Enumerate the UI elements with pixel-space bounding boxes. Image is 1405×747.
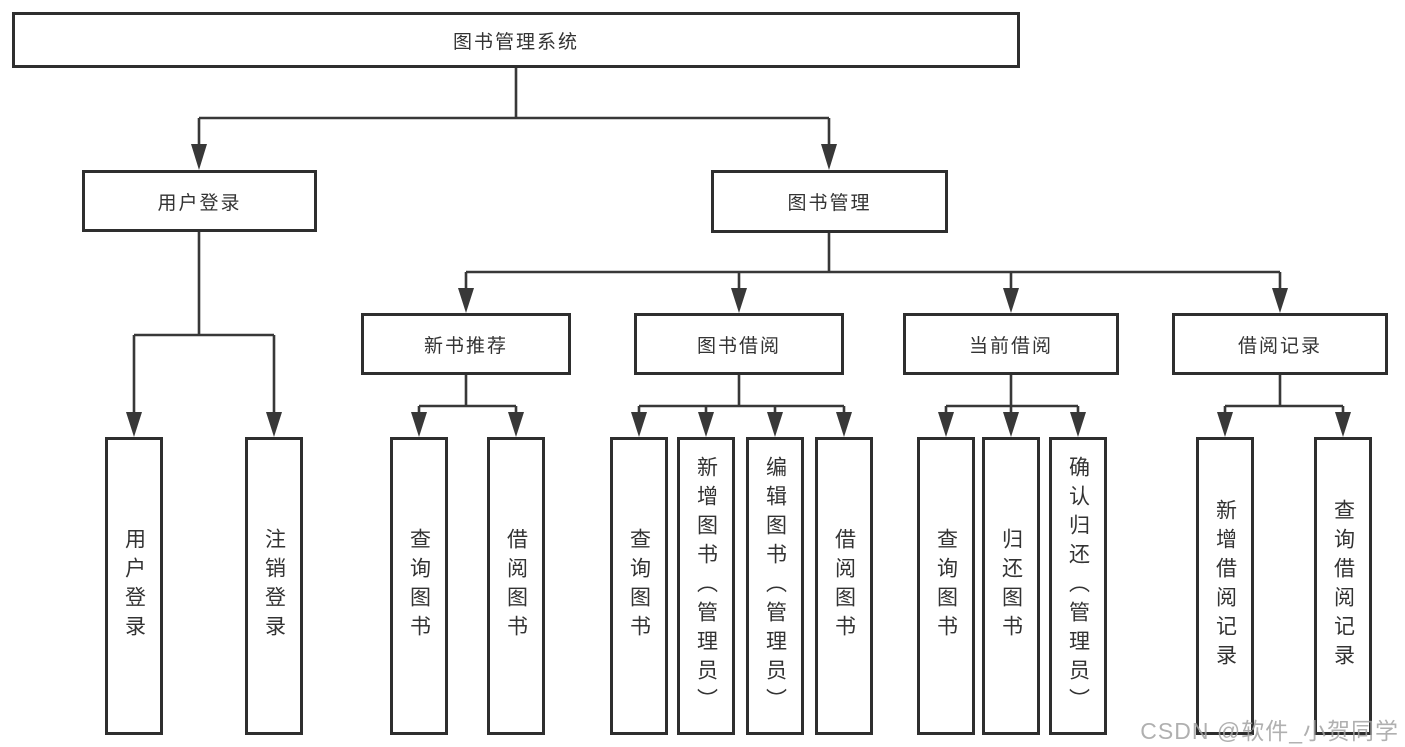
leaf-current-query-books: 查询图书 [917, 437, 975, 735]
leaf-borrowing-query-books-label: 查询图书 [627, 528, 651, 644]
node-new-book-recommend-label: 新书推荐 [423, 335, 508, 357]
leaf-recommend-query-books-label: 查询图书 [407, 528, 431, 644]
node-book-mgmt-label: 图书管理 [787, 193, 872, 214]
arrowheads [126, 144, 1351, 437]
leaf-return-books-label: 归还图书 [999, 528, 1023, 644]
leaf-current-query-books-label: 查询图书 [934, 528, 958, 644]
node-borrowing-records-label: 借阅记录 [1237, 335, 1322, 357]
connector-user-login-branch [132, 232, 276, 413]
leaf-confirm-return-admin-label: 确认归还（管理员） [1066, 455, 1090, 717]
node-root-library-system: 图书管理系统 [12, 12, 1020, 68]
csdn-watermark: CSDN @软件_小贺同学 [1140, 718, 1399, 744]
node-current-borrowing-label: 当前借阅 [968, 335, 1053, 357]
leaf-borrowing-borrow-books-label: 借阅图书 [832, 528, 856, 644]
leaf-add-books-admin: 新增图书（管理员） [677, 437, 735, 735]
leaf-logout: 注销登录 [245, 437, 303, 735]
leaf-logout-label: 注销登录 [262, 528, 286, 644]
connector-new-books-branch [417, 375, 518, 413]
leaf-add-books-admin-label: 新增图书（管理员） [694, 455, 718, 717]
leaf-add-borrow-record-label: 新增借阅记录 [1213, 499, 1237, 673]
node-book-borrowing-label: 图书借阅 [696, 335, 781, 357]
connector-book-mgmt-branch [464, 233, 1282, 289]
connector-records-branch [1223, 375, 1345, 413]
connector-current-branch [944, 375, 1080, 413]
connector-borrowing-branch [637, 375, 846, 413]
node-book-borrowing: 图书借阅 [634, 313, 844, 375]
leaf-borrowing-query-books: 查询图书 [610, 437, 668, 735]
leaf-recommend-borrow-books-label: 借阅图书 [504, 528, 528, 644]
node-new-book-recommend: 新书推荐 [361, 313, 571, 375]
node-user-login-label: 用户登录 [157, 192, 242, 214]
node-root-label: 图书管理系统 [452, 31, 579, 53]
leaf-add-borrow-record: 新增借阅记录 [1196, 437, 1254, 735]
node-current-borrowing: 当前借阅 [903, 313, 1119, 375]
leaf-query-borrow-record-label: 查询借阅记录 [1331, 499, 1355, 673]
node-user-login-module: 用户登录 [82, 170, 317, 232]
leaf-recommend-borrow-books: 借阅图书 [487, 437, 545, 735]
leaf-edit-books-admin: 编辑图书（管理员） [746, 437, 804, 735]
leaf-return-books: 归还图书 [982, 437, 1040, 735]
leaf-query-borrow-record: 查询借阅记录 [1314, 437, 1372, 735]
leaf-borrowing-borrow-books: 借阅图书 [815, 437, 873, 735]
leaf-user-login: 用户登录 [105, 437, 163, 735]
node-book-mgmt-module: 图书管理 [711, 170, 948, 233]
leaf-user-login-label: 用户登录 [122, 528, 146, 644]
node-borrowing-records: 借阅记录 [1172, 313, 1388, 375]
leaf-edit-books-admin-label: 编辑图书（管理员） [763, 455, 787, 717]
leaf-confirm-return-admin: 确认归还（管理员） [1049, 437, 1107, 735]
leaf-recommend-query-books: 查询图书 [390, 437, 448, 735]
connector-root-to-level2 [197, 68, 831, 146]
